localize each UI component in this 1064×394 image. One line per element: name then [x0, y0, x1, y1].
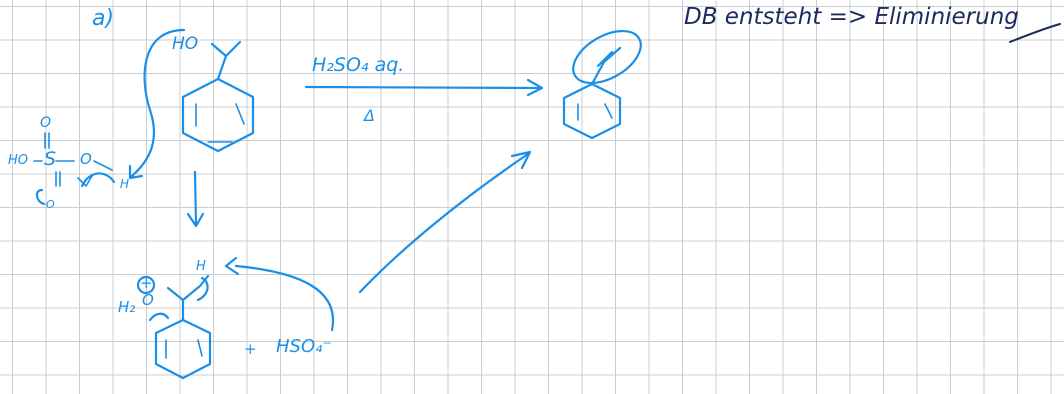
acid-ho-label: HO: [8, 153, 29, 168]
plus-charge-label: +: [140, 274, 153, 292]
plus-sign: +: [244, 340, 257, 358]
note-swoosh: [1009, 23, 1061, 43]
sulfuric-acid-bonds: [33, 132, 116, 206]
note-text: DB entsteht => Eliminierung: [684, 4, 1019, 30]
heat-label: Δ: [364, 106, 375, 125]
diagonal-arrow: [358, 150, 532, 294]
hydroxyl-label: HO: [172, 34, 199, 54]
water-h2-label: H₂: [118, 298, 136, 316]
down-arrow: [186, 170, 205, 228]
benzene-ring-cation: [154, 318, 212, 380]
mechanism-arrow-oh-to-h: [128, 28, 186, 180]
part-label: a): [92, 6, 115, 31]
reagent-label: H₂SO₄ aq.: [312, 54, 405, 76]
plus-charge-circle: [136, 275, 156, 295]
acid-s-label: S: [44, 148, 57, 170]
cation-mechanism-arrows: [148, 256, 335, 332]
cation-h-label: H: [196, 259, 206, 274]
acid-o-bottom-label: O: [46, 198, 55, 211]
reaction-arrow: [304, 78, 544, 97]
acid-o-top-label: O: [40, 115, 52, 131]
acid-h-label: H: [120, 177, 130, 191]
vinyl-group: [590, 46, 622, 86]
side-chain-start: [210, 40, 242, 81]
double-bond-circle: [572, 29, 642, 85]
water-o-label: O: [142, 291, 154, 309]
bisulfate-label: HSO₄⁻: [276, 336, 332, 357]
benzene-ring-product: [562, 82, 622, 140]
acid-o-right-label: O: [80, 150, 92, 168]
benzene-ring-start: [181, 77, 255, 153]
